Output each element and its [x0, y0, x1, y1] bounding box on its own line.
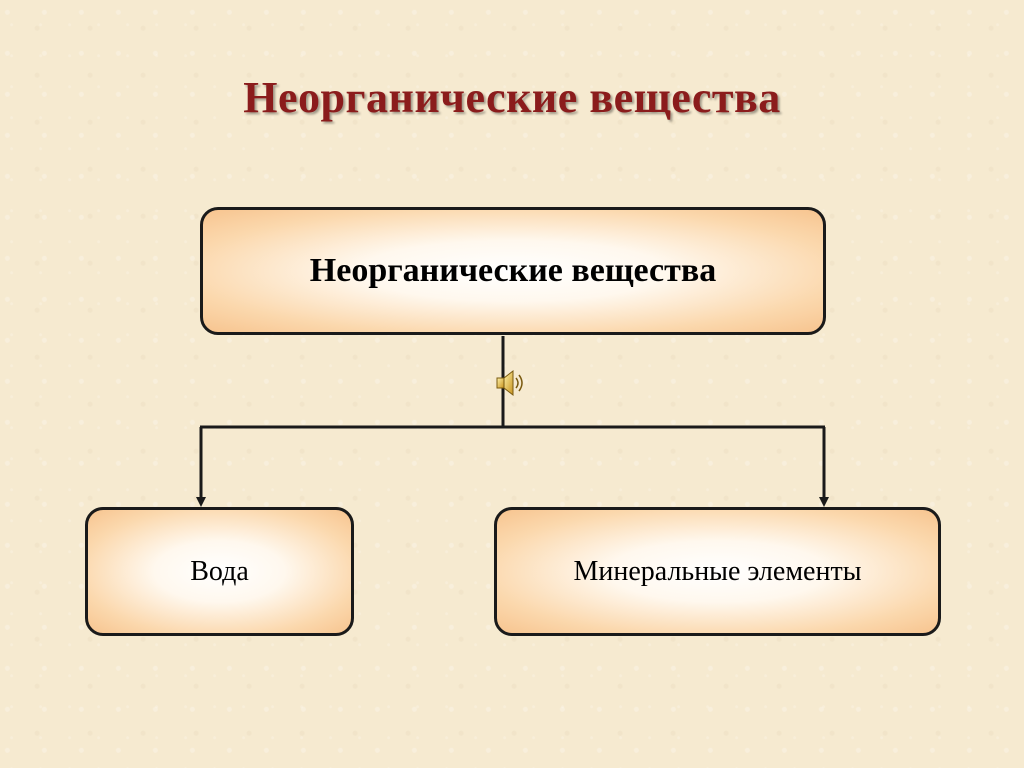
root-node-label: Неорганические вещества — [309, 252, 717, 289]
slide-title: Неорганические вещества — [243, 73, 781, 122]
child-node-minerals: Минеральные элементы — [494, 507, 941, 636]
arrowhead-right — [819, 497, 829, 507]
speaker-icon[interactable] — [493, 366, 527, 400]
child-node-water: Вода — [85, 507, 354, 636]
child-node-water-label: Вода — [190, 555, 249, 587]
child-node-minerals-label: Минеральные элементы — [573, 555, 862, 587]
root-node: Неорганические вещества — [200, 207, 826, 335]
arrowhead-left — [196, 497, 206, 507]
